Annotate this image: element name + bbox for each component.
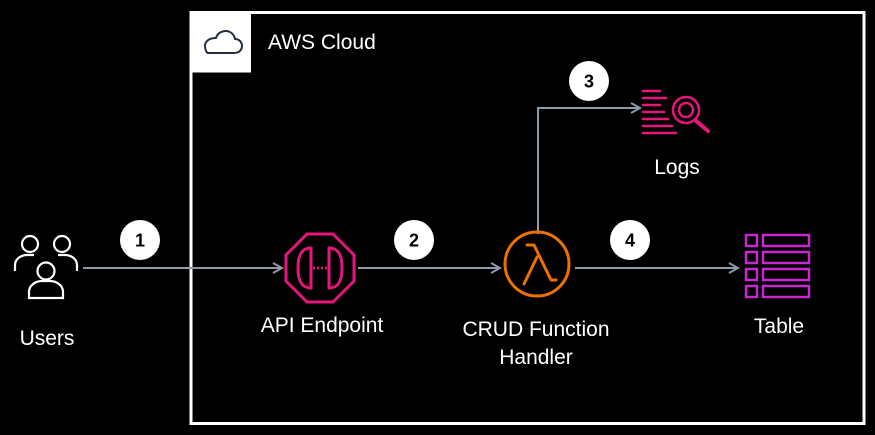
step-badge-3-label: 3 — [584, 72, 594, 92]
users-node: Users — [13, 234, 79, 350]
step-badge-2: 2 — [394, 220, 434, 260]
table-label: Table — [754, 315, 804, 338]
step-badge-4-label: 4 — [625, 231, 635, 251]
logs-label: Logs — [654, 156, 700, 179]
logs-node: Logs — [641, 89, 710, 179]
logs-search-icon — [641, 89, 710, 135]
table-icon — [744, 233, 811, 299]
table-node: Table — [744, 233, 811, 338]
connector-function-to-logs — [537, 108, 640, 234]
step-badge-3: 3 — [569, 61, 609, 101]
users-icon — [13, 234, 79, 300]
users-label: Users — [20, 327, 75, 350]
crud-function-label-line1: CRUD Function — [462, 318, 609, 341]
aws-cloud-group: AWS Cloud — [189, 11, 866, 425]
api-gateway-icon — [284, 232, 356, 304]
crud-function-label-line2: Handler — [499, 346, 573, 369]
aws-cloud-border — [189, 11, 866, 425]
connectors — [83, 108, 738, 268]
aws-cloud-title: AWS Cloud — [268, 31, 376, 54]
crud-function-node: CRUD Function Handler — [462, 230, 610, 369]
api-endpoint-node: API Endpoint — [261, 232, 384, 337]
lambda-icon — [503, 230, 571, 298]
step-badge-4: 4 — [610, 220, 650, 260]
step-badge-2-label: 2 — [409, 231, 419, 251]
api-endpoint-label: API Endpoint — [261, 314, 384, 337]
step-badge-1: 1 — [120, 220, 160, 260]
cloud-icon — [204, 30, 243, 54]
step-badge-1-label: 1 — [135, 231, 145, 251]
